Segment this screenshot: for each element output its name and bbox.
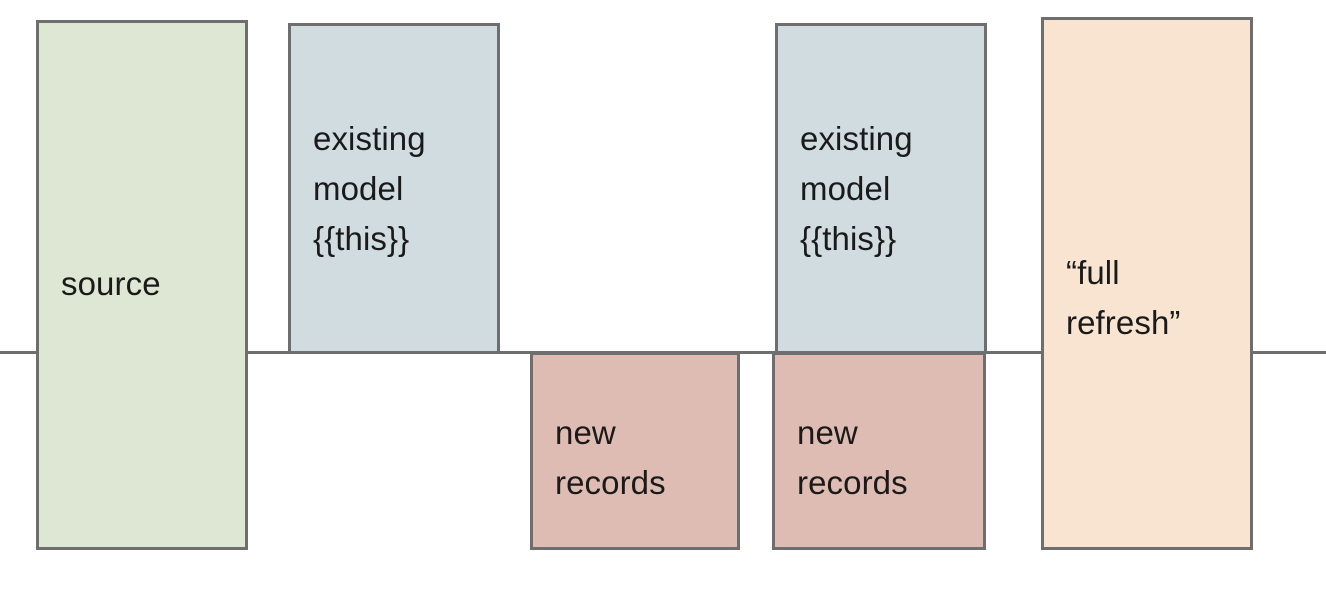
block-existing-model-2-label: existing model {{this}}	[800, 120, 913, 257]
block-source[interactable]: source	[36, 20, 248, 550]
block-existing-model-1[interactable]: existing model {{this}}	[288, 23, 500, 354]
block-new-records-2[interactable]: new records	[772, 352, 986, 550]
block-existing-model-1-label: existing model {{this}}	[313, 120, 426, 257]
block-source-label: source	[61, 265, 161, 302]
block-new-records-1-label: new records	[555, 414, 666, 501]
block-existing-model-2[interactable]: existing model {{this}}	[775, 23, 987, 354]
block-new-records-1[interactable]: new records	[530, 352, 740, 550]
block-full-refresh[interactable]: “full refresh”	[1041, 17, 1253, 550]
block-full-refresh-label: “full refresh”	[1066, 254, 1181, 341]
block-new-records-2-label: new records	[797, 414, 908, 501]
